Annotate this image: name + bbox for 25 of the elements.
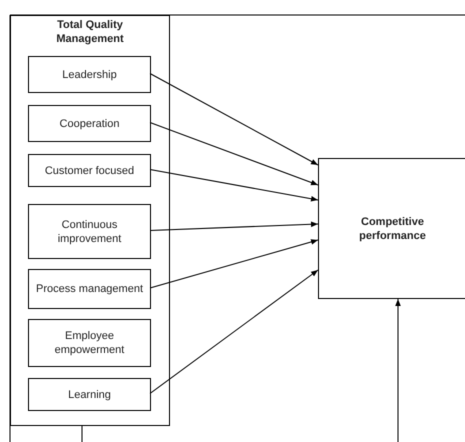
box-label: Employee empowerment — [54, 329, 126, 357]
arrow — [395, 298, 401, 442]
arrow — [150, 73, 318, 166]
factor-box — [28, 378, 151, 411]
box-label: Competitive performance — [358, 214, 427, 242]
arrow — [150, 169, 318, 202]
factor-box — [28, 269, 151, 309]
arrow — [150, 122, 318, 186]
box-label: Customer focused — [44, 164, 136, 178]
arrow — [150, 221, 318, 231]
factor-box — [28, 319, 151, 367]
factor-box — [28, 154, 151, 187]
factor-box — [28, 105, 151, 142]
factor-box — [28, 204, 151, 259]
box-label: Cooperation — [58, 116, 120, 130]
box-label: Process management — [35, 282, 144, 296]
box-label: Leadership — [61, 68, 118, 82]
arrow — [150, 270, 318, 394]
box-label: Learning — [67, 388, 112, 402]
arrow — [150, 239, 318, 288]
outcome-box — [318, 158, 465, 299]
group-panel — [10, 15, 170, 426]
factor-box — [28, 56, 151, 93]
box-label: Continuous improvement — [56, 218, 122, 246]
group-heading: Total Quality Management — [55, 18, 125, 46]
